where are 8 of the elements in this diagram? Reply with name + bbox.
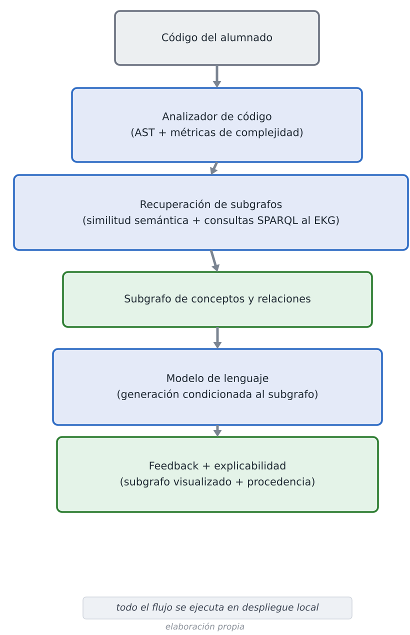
output-box: Feedback + explicabilidad (subgrafo visualizado + procedencia) [56,436,379,513]
process-box: Analizador de código (AST + métricas de complejidad) [71,87,363,163]
output-box: Subgrafo de conceptos y relaciones [62,271,373,328]
process-box: Modelo de lenguaje (generación condicionada al subgrafo) [52,348,383,426]
caption: elaboración propia [166,622,244,632]
process-box: Recuperación de subgrafos (similitud semántica + consultas SPARQL al EKG) [13,174,409,251]
note-box: todo el flujo se ejecuta en despliegue local [82,596,352,620]
input-box: Código del alumnado [114,10,320,66]
